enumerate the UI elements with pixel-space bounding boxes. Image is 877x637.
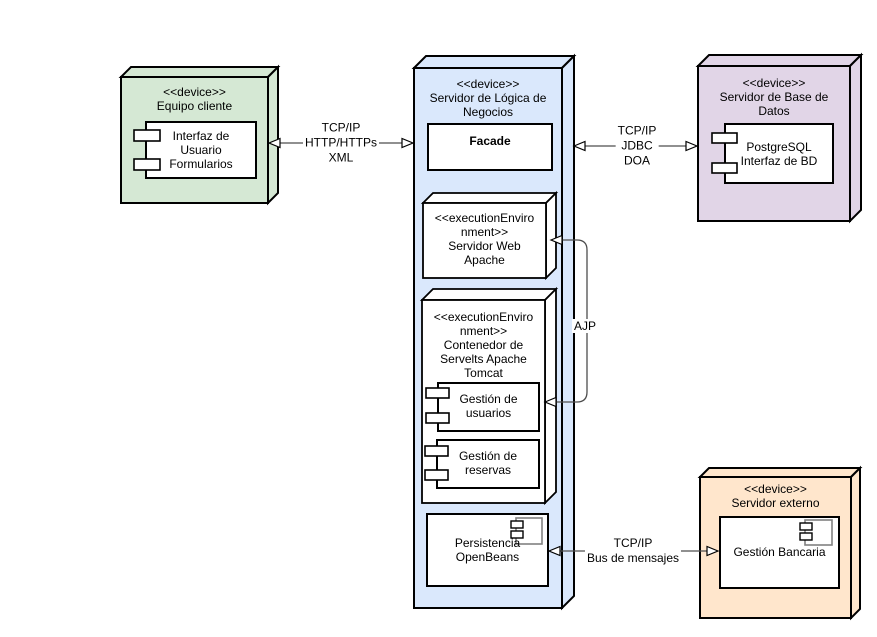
component-usuarios-box [437,382,540,432]
node-front-face [422,202,547,279]
node-top-face [118,66,281,78]
node-side-face [850,465,861,621]
device-node-servidor-externo [697,465,863,621]
component-port-stub [711,162,738,174]
hollow-arrowhead-left [572,140,586,152]
connector-label-ajp: AJP [572,319,599,333]
connector-label-logic-external: TCP/IP Bus de mensajes [584,536,682,566]
hollow-arrowhead-right [401,137,415,149]
node-top-face [419,288,559,301]
connector-label-client-logic: TCP/IP HTTP/HTTPs XML [303,120,379,166]
exec-env-apache [420,190,559,281]
hollow-arrowhead-right [706,545,720,557]
component-icon-tab [510,520,524,529]
component-postgresql-box [724,123,834,184]
hollow-arrowhead-left [267,137,281,149]
component-interfaz-box [145,121,257,179]
facade-box [427,123,553,171]
node-top-face [411,55,577,69]
node-top-face [697,467,863,478]
component-port-stub [711,132,738,144]
component-persistencia [426,513,549,587]
node-side-face [544,286,557,506]
device-node-base-datos [695,52,864,224]
component-port-stub [425,412,450,424]
component-icon-tab [799,532,813,541]
component-port-stub [425,387,450,399]
exec-env-tomcat [419,286,559,506]
device-node-equipo-cliente [118,64,281,206]
component-icon-tab [799,522,813,531]
component-port-stub [133,129,161,142]
component-port-stub [424,469,449,481]
hollow-arrowhead-left [543,396,557,408]
component-reservas-box [436,439,540,489]
component-icon-tab [510,530,524,539]
node-side-face [545,190,557,281]
node-side-face [849,52,862,224]
hollow-arrowhead-right [685,140,699,152]
connector-label-logic-db: TCP/IP JDBC DOA [615,123,659,169]
component-port-stub [424,445,449,457]
component-port-stub [133,158,161,171]
node-side-face [267,64,279,206]
hollow-arrowhead-left [549,234,563,246]
hollow-arrowhead-left [547,545,561,557]
node-top-face [695,54,864,67]
node-top-face [420,192,559,204]
